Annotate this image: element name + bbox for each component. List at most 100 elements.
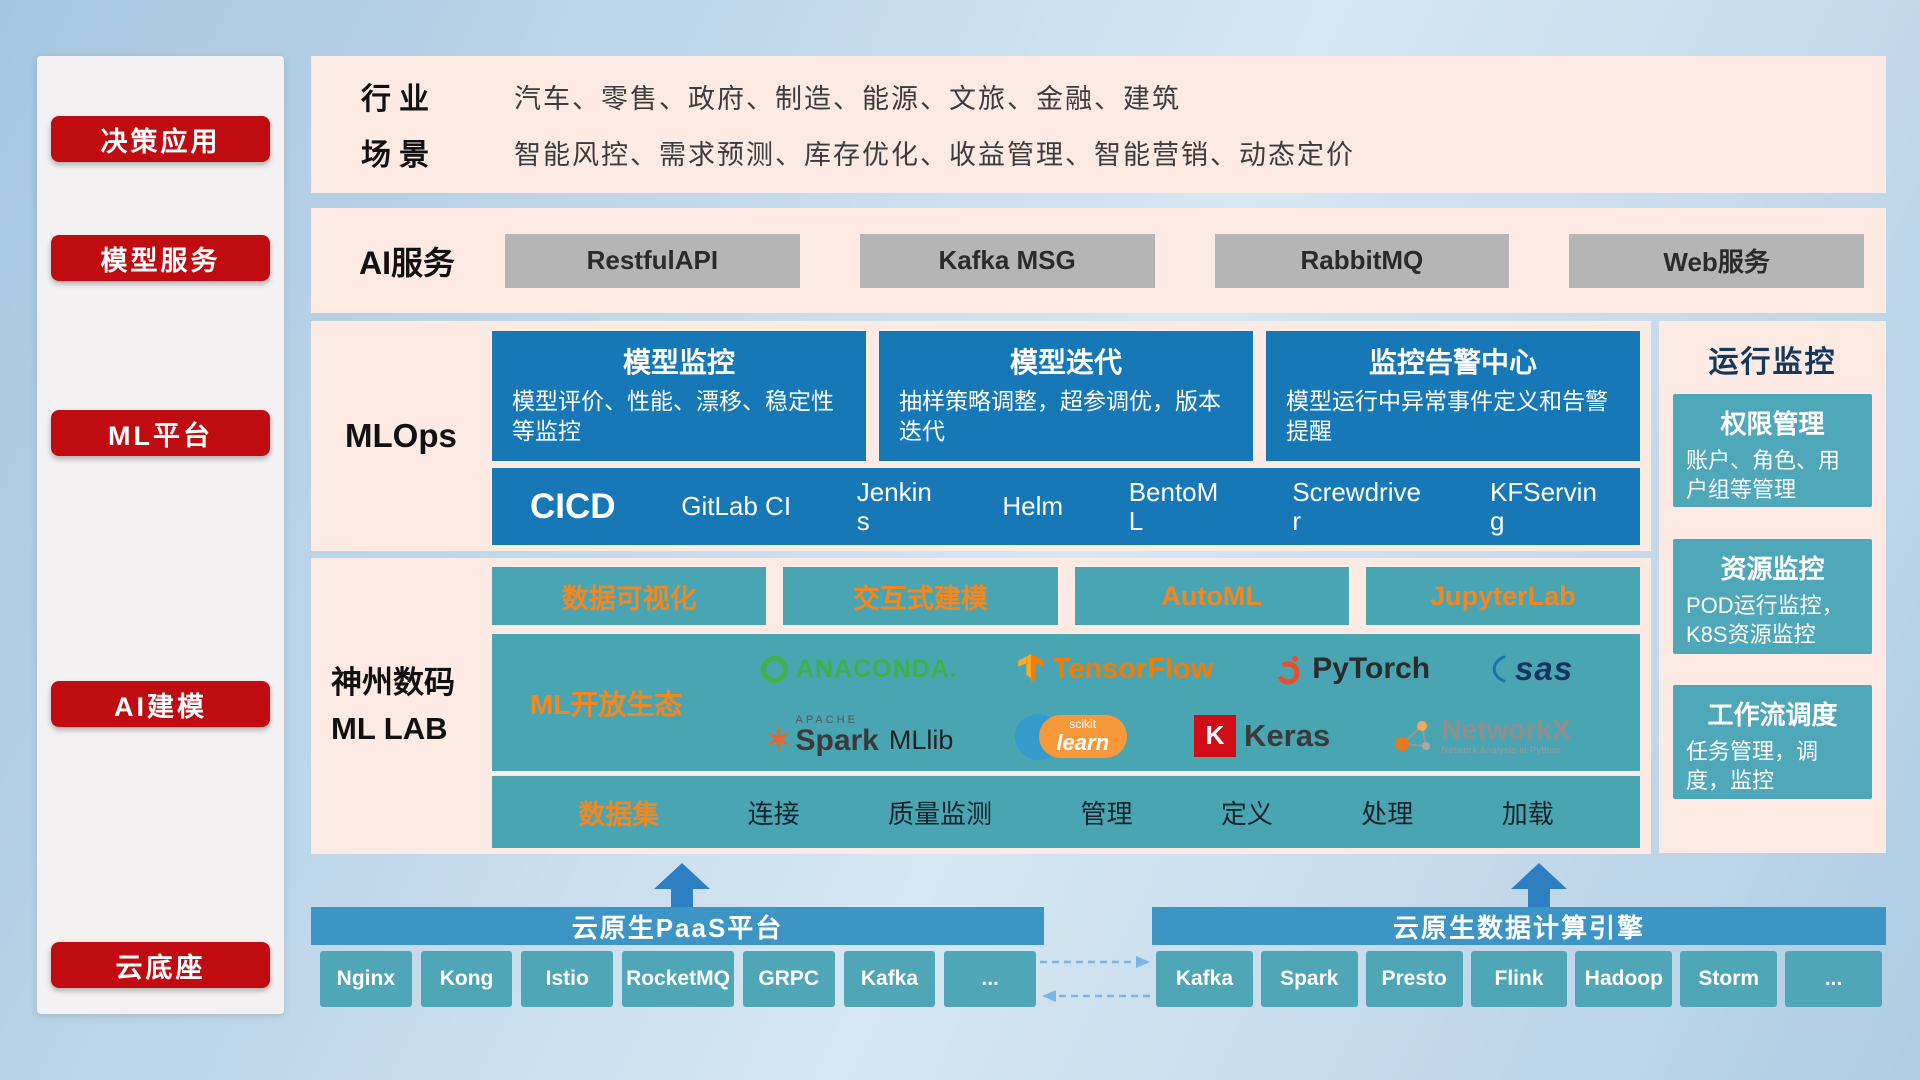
spark-wordmark: APACHE Spark bbox=[795, 715, 878, 756]
mlops-cards: 模型监控 模型评价、性能、漂移、稳定性等监控 模型迭代 抽样策略调整，超参调优，… bbox=[492, 331, 1640, 461]
ml-ecosystem-logos: ANACONDA. TensorFlow bbox=[702, 634, 1640, 771]
dataset-bar: 数据集 连接 质量监测 管理 定义 处理 加载 bbox=[492, 776, 1640, 848]
anaconda-logo: ANACONDA. bbox=[760, 654, 958, 684]
arrow-stem bbox=[1528, 889, 1550, 907]
industry-line: 行业 汽车、零售、政府、制造、能源、文旅、金融、建筑 bbox=[361, 70, 1886, 122]
sas-icon bbox=[1492, 655, 1506, 683]
dataset-load: 加载 bbox=[1501, 798, 1554, 829]
spark-star-icon: ✶ bbox=[763, 718, 794, 760]
box-desc: 账户、角色、用户组等管理 bbox=[1686, 448, 1841, 503]
scikit-text: scikit bbox=[1069, 717, 1097, 732]
spark-text: Spark bbox=[795, 724, 879, 758]
spark-mllib-logo: ✶ APACHE Spark MLlib bbox=[763, 715, 954, 760]
service-button-rabbitmq[interactable]: RabbitMQ bbox=[1214, 233, 1510, 288]
tech-button-rocketmq[interactable]: RocketMQ bbox=[622, 951, 734, 1007]
tensorflow-text: TensorFlow bbox=[1052, 652, 1214, 685]
box-desc: 任务管理，调度，监控 bbox=[1686, 739, 1819, 794]
card-title: 监控告警中心 bbox=[1368, 347, 1537, 378]
ai-service-buttons: RestfulAPI Kafka MSG RabbitMQ Web服务 bbox=[505, 233, 1864, 288]
service-button-kafka-msg[interactable]: Kafka MSG bbox=[859, 233, 1155, 288]
box-title: 权限管理 bbox=[1720, 409, 1825, 439]
service-button-restfulapi[interactable]: RestfulAPI bbox=[505, 233, 800, 288]
mlops-panel: MLOps 模型监控 模型评价、性能、漂移、稳定性等监控 模型迭代 抽样策略调整… bbox=[311, 321, 1651, 551]
cicd-tool-screwdriver: Screwdriver bbox=[1292, 477, 1421, 536]
pytorch-icon bbox=[1276, 656, 1300, 685]
scene-line: 场景 智能风控、需求预测、库存优化、收益管理、智能营销、动态定价 bbox=[361, 126, 1886, 178]
card-model-iteration: 模型迭代 抽样策略调整，超参调优，版本迭代 bbox=[879, 331, 1253, 461]
engine-tech-buttons: Kafka Spark Presto Flink Hadoop Storm ..… bbox=[1156, 951, 1883, 1007]
keras-icon: K bbox=[1194, 714, 1237, 757]
dataset-connect: 连接 bbox=[747, 798, 800, 829]
mllib-text: MLlib bbox=[888, 725, 954, 756]
scikit-learn-pill: scikit learn bbox=[1038, 714, 1127, 758]
tech-button-hadoop[interactable]: Hadoop bbox=[1575, 951, 1673, 1007]
pytorch-text: PyTorch bbox=[1312, 652, 1431, 686]
networkx-logo: NetworkX Network Analysis in Python bbox=[1392, 715, 1571, 756]
tech-button-flink[interactable]: Flink bbox=[1470, 951, 1568, 1007]
box-workflow-scheduling: 工作流调度 任务管理，调度，监控 bbox=[1673, 685, 1872, 799]
tech-button-spark[interactable]: Spark bbox=[1260, 951, 1358, 1007]
tech-button-kafka[interactable]: Kafka bbox=[843, 951, 936, 1007]
run-monitor-panel: 运行监控 权限管理 账户、角色、用户组等管理 资源监控 POD运行监控，K8S资… bbox=[1659, 321, 1886, 853]
tech-button-grpc[interactable]: GRPC bbox=[742, 951, 835, 1007]
keras-text: Keras bbox=[1244, 717, 1331, 753]
spark-apache-text: APACHE bbox=[795, 714, 858, 727]
scene-label: 场景 bbox=[361, 139, 437, 172]
cicd-tool-kfserving: KFServing bbox=[1490, 477, 1597, 536]
tech-button-istio[interactable]: Istio bbox=[521, 951, 614, 1007]
dataset-process: 处理 bbox=[1361, 798, 1414, 829]
dataset-quality: 质量监测 bbox=[888, 798, 993, 829]
box-desc: POD运行监控，K8S资源监控 bbox=[1686, 593, 1844, 648]
dashed-exchange-arrows bbox=[1040, 956, 1150, 1002]
tech-button-more-engine[interactable]: ... bbox=[1785, 951, 1883, 1007]
mllab-label-line2: ML LAB bbox=[331, 711, 448, 746]
card-desc: 模型运行中异常事件定义和告警提醒 bbox=[1286, 388, 1608, 444]
run-monitor-title: 运行监控 bbox=[1708, 346, 1837, 379]
dataset-manage: 管理 bbox=[1080, 798, 1133, 829]
tech-button-kong[interactable]: Kong bbox=[420, 951, 513, 1007]
arrow-stem bbox=[671, 889, 693, 907]
networkx-text: NetworkX bbox=[1441, 714, 1571, 746]
card-alert-center: 监控告警中心 模型运行中异常事件定义和告警提醒 bbox=[1266, 331, 1640, 461]
lab-button-automl[interactable]: AutoML bbox=[1074, 567, 1349, 625]
anaconda-text: ANACONDA. bbox=[795, 654, 958, 683]
card-title: 模型监控 bbox=[622, 347, 735, 378]
box-title: 资源监控 bbox=[1720, 554, 1825, 584]
learn-text: learn bbox=[1056, 729, 1110, 755]
up-arrow-paas bbox=[654, 863, 710, 907]
lab-button-data-visualization[interactable]: 数据可视化 bbox=[492, 567, 767, 625]
service-button-web[interactable]: Web服务 bbox=[1569, 233, 1864, 288]
sidebar-item-ai-modeling[interactable]: AI建模 bbox=[51, 681, 270, 727]
sas-text: sas bbox=[1514, 650, 1574, 688]
tensorflow-icon bbox=[1017, 654, 1044, 684]
tech-button-more-paas[interactable]: ... bbox=[944, 951, 1036, 1007]
sidebar-item-cloud-base[interactable]: 云底座 bbox=[51, 942, 270, 988]
scikit-learn-logo: scikit learn bbox=[1014, 707, 1133, 765]
sidebar-item-model-service[interactable]: 模型服务 bbox=[51, 235, 270, 281]
lab-button-interactive-modeling[interactable]: 交互式建模 bbox=[783, 567, 1058, 625]
mllab-label: 神州数码 ML LAB bbox=[331, 558, 491, 854]
networkx-icon bbox=[1394, 720, 1430, 751]
tech-button-kafka-engine[interactable]: Kafka bbox=[1156, 951, 1253, 1007]
sidebar-item-decision-app[interactable]: 决策应用 bbox=[51, 116, 270, 162]
sidebar-item-ml-platform[interactable]: ML平台 bbox=[51, 410, 270, 456]
lab-button-jupyterlab[interactable]: JupyterLab bbox=[1365, 567, 1640, 625]
tech-button-storm[interactable]: Storm bbox=[1680, 951, 1778, 1007]
dataset-label: 数据集 bbox=[578, 799, 660, 830]
cicd-tool-helm: Helm bbox=[1002, 491, 1064, 522]
arrow-head bbox=[654, 863, 710, 889]
tensorflow-logo: TensorFlow bbox=[1017, 652, 1214, 686]
mllab-panel: 神州数码 ML LAB 数据可视化 交互式建模 AutoML JupyterLa… bbox=[311, 558, 1651, 854]
tech-button-nginx[interactable]: Nginx bbox=[320, 951, 412, 1007]
card-title: 模型迭代 bbox=[1009, 347, 1122, 378]
tech-button-presto[interactable]: Presto bbox=[1365, 951, 1463, 1007]
ml-ecosystem-band: ML开放生态 ANACONDA. TensorFlow bbox=[492, 634, 1640, 771]
logo-row-1: ANACONDA. TensorFlow bbox=[702, 638, 1632, 700]
cicd-bar: CICD GitLab CI Jenkins Helm BentoML Scre… bbox=[492, 468, 1640, 545]
industry-label: 行业 bbox=[361, 83, 437, 116]
paas-platform-bar: 云原生PaaS平台 bbox=[311, 907, 1044, 945]
mlops-label: MLOps bbox=[345, 417, 457, 454]
cicd-tool-bentoml: BentoML bbox=[1128, 477, 1219, 536]
anaconda-icon bbox=[760, 655, 788, 683]
